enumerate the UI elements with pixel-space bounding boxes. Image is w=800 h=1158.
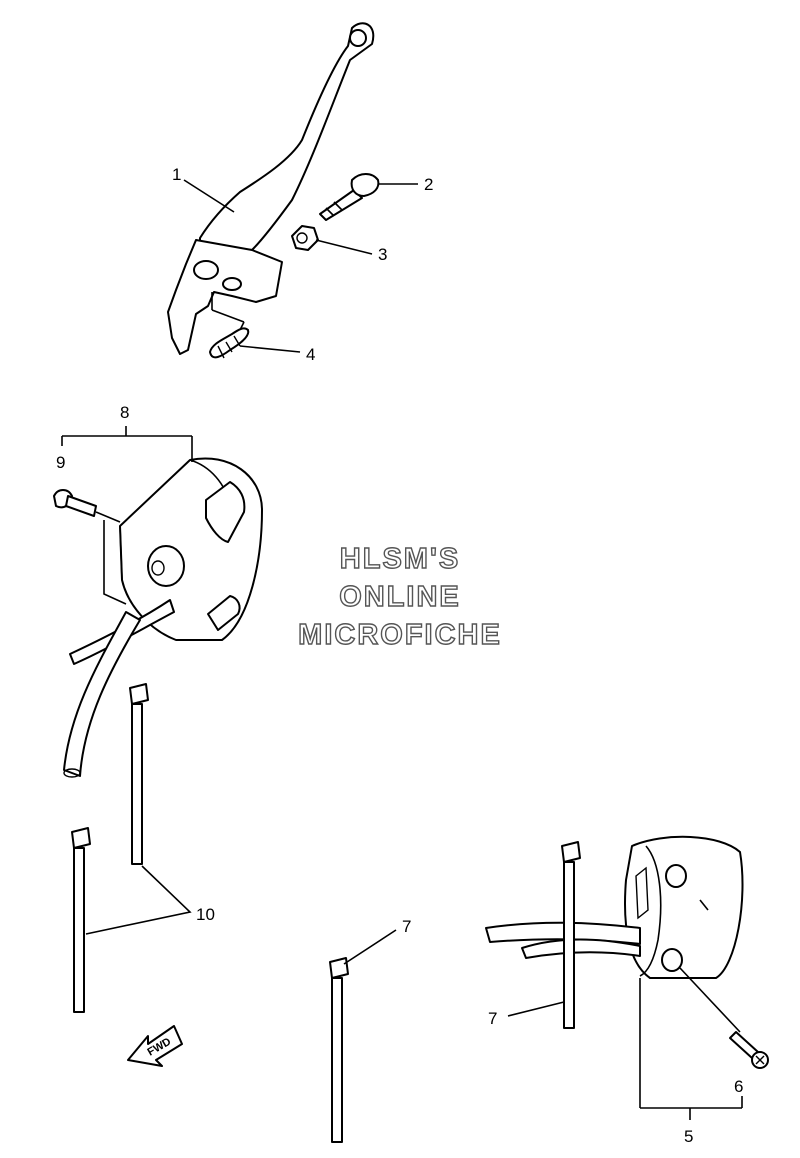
lever-pivot-bolt [319,173,380,221]
callout-5: 5 [684,1127,693,1146]
lever-spring [209,327,250,359]
cable-tie-2 [71,827,91,1013]
left-handlebar-switch [63,457,263,778]
callout-7-right: 7 [488,1009,497,1028]
callout-10: 10 [196,905,215,924]
callout-2: 2 [424,175,433,194]
watermark-line-1: HLSM'S [340,543,460,575]
forward-arrow: FWD [127,1025,183,1067]
cable-tie-1 [129,683,149,865]
right-handlebar-switch [485,835,744,979]
cable-tie-right [561,841,581,1029]
switch-screw [53,489,121,523]
callout-7-center: 7 [402,917,411,936]
callout-3: 3 [378,245,387,264]
callout-1: 1 [172,165,181,184]
watermark-line-3: MICROFICHE [298,619,502,651]
callout-4: 4 [306,345,315,364]
watermark: HLSM'S ONLINE MICROFICHE [297,542,502,651]
cable-tie-center [329,957,349,1143]
callout-6: 6 [734,1077,743,1096]
lever-nut [291,225,319,251]
right-switch-screw [729,1031,769,1069]
callout-8: 8 [120,403,129,422]
watermark-line-2: ONLINE [339,581,461,613]
clutch-lever [167,22,375,355]
callout-9: 9 [56,453,65,472]
